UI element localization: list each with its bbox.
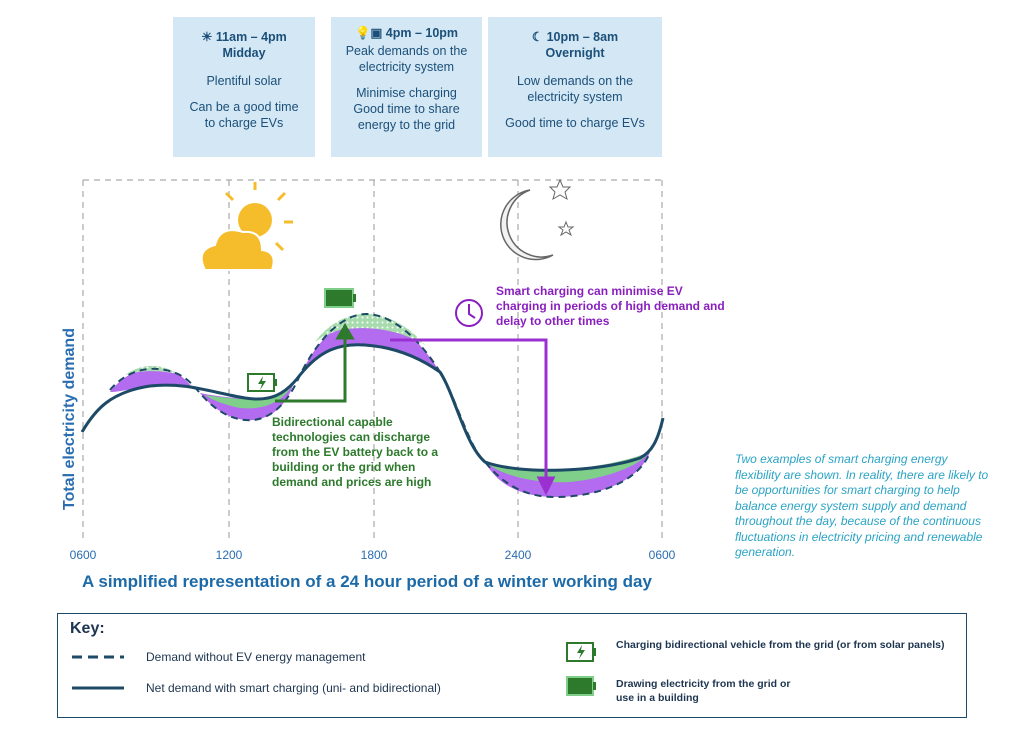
panel-period: Midday	[222, 46, 266, 60]
panel-overnight: ☾ 10pm – 8am Overnight Low demands on th…	[488, 17, 662, 157]
diagram-title: A simplified representation of a 24 hour…	[82, 572, 652, 591]
x-tick: 0600	[69, 548, 97, 562]
key-legend: Key: Demand without EV energy management…	[57, 613, 967, 718]
smart-charging-annotation: Smart charging can minimise EV charging …	[496, 284, 725, 328]
explanatory-note: Two examples of smart charging energy fl…	[735, 452, 989, 559]
delay-charging-arrow	[390, 338, 556, 496]
key-title: Key:	[70, 620, 105, 637]
panel-midday: ☀ 11am – 4pm Midday Plentiful solar Can …	[173, 17, 315, 157]
bidirectional-annotation: Bidirectional capable technologies can d…	[272, 415, 439, 489]
key-item: Demand without EV energy management	[146, 650, 366, 664]
x-tick: 1800	[360, 548, 388, 562]
x-tick: 2400	[504, 548, 532, 562]
panel-line: Good time to charge EVs	[505, 116, 645, 130]
discharge-arrow	[275, 323, 355, 403]
key-item: Drawing electricity from the grid or use…	[616, 678, 791, 704]
key-full-battery-icon	[566, 676, 596, 696]
panel-time: 4pm – 10pm	[385, 26, 459, 40]
panel-time: 10pm – 8am	[546, 30, 619, 44]
midday-reduction-area	[110, 368, 195, 392]
key-charging-battery-icon	[566, 642, 596, 662]
moon-icon: ☾	[531, 30, 544, 44]
y-axis-label: Total electricity demand	[61, 328, 78, 510]
charging-battery-icon	[247, 373, 277, 392]
clock-icon	[455, 299, 483, 327]
panel-time: 11am – 4pm	[215, 30, 287, 44]
x-tick: 1200	[215, 548, 243, 562]
sun-icon: ☀	[201, 30, 213, 44]
sun-cloud-icon	[200, 182, 293, 271]
full-battery-icon	[324, 288, 356, 308]
panel-line: Minimise charging Good time to share ene…	[353, 86, 460, 132]
net-demand-line	[80, 343, 665, 472]
key-item: Charging bidirectional vehicle from the …	[616, 639, 945, 651]
panel-period: Overnight	[545, 46, 605, 60]
key-item: Net demand with smart charging (uni- and…	[146, 681, 441, 695]
lightbulb-washing-machine-icon: 💡▣	[354, 26, 383, 40]
x-tick: 0600	[648, 548, 676, 562]
panel-line: Plentiful solar	[206, 74, 282, 88]
panel-peak: 💡▣ 4pm – 10pm Peak demands on the electr…	[331, 17, 482, 157]
panel-line: Low demands on the electricity system	[516, 74, 634, 104]
panel-line: Can be a good time to charge EVs	[189, 100, 299, 130]
moon-stars-icon	[500, 178, 575, 261]
panel-line: Peak demands on the electricity system	[345, 44, 468, 74]
